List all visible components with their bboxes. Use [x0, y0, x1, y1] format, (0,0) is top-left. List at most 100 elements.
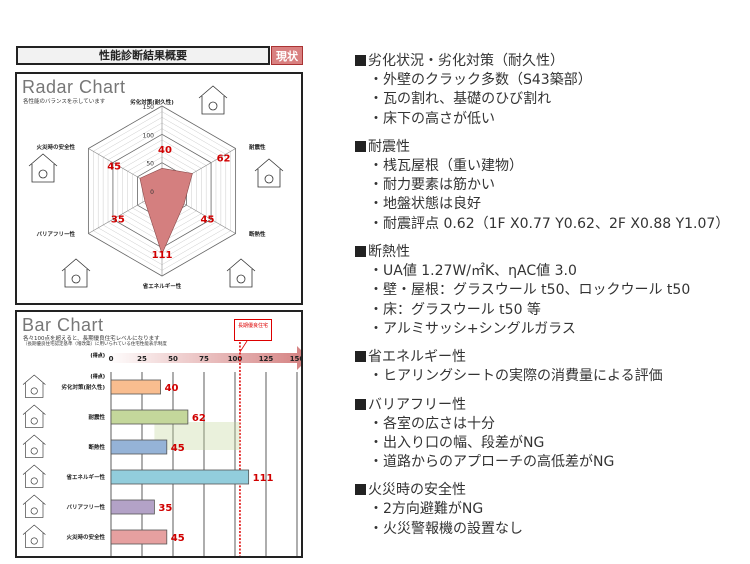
barrier-free-house-icon: [61, 258, 91, 288]
house-detail: [236, 274, 246, 284]
callout-pointer: [239, 340, 248, 353]
house-detail: [30, 387, 38, 395]
note-section: 断熱性・UA値 1.27W/㎡K、ηAC値 3.0・壁・屋根：グラスウール t5…: [355, 243, 750, 339]
bar-value-label: 111: [253, 473, 274, 484]
note-item: ・地盤状態は良好: [369, 196, 481, 213]
bar: [110, 499, 155, 515]
bar-chart-subtitle: 各々100点を超えると、長期優良住宅レベルになります: [23, 336, 160, 342]
score-unit-label: (得点): [90, 352, 105, 359]
bar-category-label: 耐震性: [88, 413, 105, 421]
radar-axis-label: 断熱性: [249, 230, 266, 238]
radar-series-area: [139, 168, 193, 255]
radar-value-label: 40: [158, 145, 172, 156]
radar-value-label: 45: [201, 214, 215, 225]
radar-tick-label: 0: [150, 189, 154, 196]
bar-value-label: 45: [171, 443, 185, 454]
note-item: ・道路からのアプローチの高低差がNG: [369, 454, 615, 471]
radar-tick-label: 50: [146, 161, 154, 168]
note-item: ・外壁のクラック多数（S43築部）: [369, 72, 592, 88]
house-outline: [22, 494, 46, 518]
house-detail: [30, 417, 38, 425]
house-detail: [264, 174, 274, 184]
square-bullet-icon: [355, 484, 366, 496]
bar-tick-label: 150: [290, 355, 301, 363]
radar-axis-label: 省エネルギー性: [142, 282, 182, 290]
house-outline: [28, 153, 58, 183]
status-badge: 現状: [271, 46, 303, 65]
bar-category-label: 火災時の安全性: [66, 533, 105, 541]
note-item: ・耐力要素は筋かい: [369, 177, 495, 194]
bar-chart-title: Bar Chart: [22, 315, 104, 335]
bar-chart: (得点)(得点)0255075100125150劣化対策(耐久性)40耐震性62…: [22, 340, 301, 556]
note-item: ・2方向避難がNG: [369, 501, 484, 518]
house-detail: [71, 274, 81, 284]
note-item: ・瓦の割れ、基礎のひび割れ: [369, 91, 552, 108]
radar-tick-label: 100: [143, 132, 155, 139]
note-item: ・火災警報機の設置なし: [369, 520, 523, 537]
house-outline: [22, 464, 46, 488]
house-detail: [30, 447, 38, 455]
note-item: ・壁・屋根：グラスウール t50、ロックウール t50: [369, 282, 691, 299]
radar-axis-label: 火災時の安全性: [36, 143, 75, 151]
house-outline: [226, 258, 256, 288]
note-heading-text: 省エネルギー性: [368, 349, 466, 366]
category-house-icon: [22, 524, 46, 548]
insulation-house-icon: [226, 258, 256, 288]
note-heading: 断熱性: [355, 243, 750, 262]
summary-title: 性能診断結果概要: [16, 46, 270, 65]
house-outline: [22, 524, 46, 548]
note-item: ・ヒアリングシートの実際の消費量による評価: [369, 368, 663, 385]
note-section: 省エネルギー性・ヒアリングシートの実際の消費量による評価: [355, 348, 750, 386]
note-section: 耐震性・桟瓦屋根（重い建物）・耐力要素は筋かい・地盤状態は良好・耐震評点 0.6…: [355, 138, 750, 234]
note-heading: バリアフリー性: [355, 396, 750, 415]
diagnosis-notes: 劣化状況・劣化対策（耐久性） ・外壁のクラック多数（S43築部） ・瓦の割れ、基礎の…: [355, 52, 750, 548]
scale-arrow: [107, 346, 301, 370]
square-bullet-icon: [355, 55, 366, 66]
fire-safety-house-icon: [28, 153, 58, 183]
note-item: ・耐震評点 0.62（1F X0.77 Y0.62、2F X0.88 Y1.07…: [369, 215, 730, 232]
bar-category-label: 断熱性: [88, 443, 105, 451]
note-item: ・出入り口の幅、段差がNG: [369, 434, 545, 451]
bar-chart-panel: Bar Chart 各々100点を超えると、長期優良住宅レベルになります （長期…: [15, 310, 303, 558]
square-bullet-icon: [355, 140, 366, 152]
house-outline: [22, 404, 46, 428]
durability-house-icon: [198, 85, 228, 115]
bar-chart-subtitle-2: （長期優良住宅認定基準（増改築）に用いられている住宅性能表示制度: [23, 342, 167, 347]
note-heading: 耐震性: [355, 138, 750, 157]
earthquake-house-icon: [254, 158, 284, 188]
radar-axis-label: バリアフリー性: [36, 230, 75, 238]
house-outline: [254, 158, 284, 188]
radar-value-label: 35: [111, 215, 125, 226]
house-detail: [38, 169, 48, 179]
long-term-housing-callout: 長期優良住宅: [234, 319, 272, 341]
house-outline: [22, 434, 46, 458]
square-bullet-icon: [355, 351, 366, 363]
note-section: バリアフリー性・各室の広さは十分・出入り口の幅、段差がNG ・道路からのアプローチ…: [355, 396, 750, 473]
category-house-icon: [22, 434, 46, 458]
note-item: ・床：グラスウール t50 等: [369, 301, 541, 318]
house-outline: [61, 258, 91, 288]
note-section: 劣化状況・劣化対策（耐久性） ・外壁のクラック多数（S43築部） ・瓦の割れ、基礎の…: [355, 52, 750, 129]
category-house-icon: [22, 374, 46, 398]
category-house-icon: [22, 404, 46, 428]
square-bullet-icon: [355, 398, 366, 410]
house-detail: [30, 477, 38, 485]
house-outline: [198, 85, 228, 115]
square-bullet-icon: [355, 246, 366, 258]
radar-chart-title: Radar Chart: [22, 77, 126, 97]
note-item: ・各室の広さは十分: [369, 415, 495, 432]
radar-chart-subtitle: 各性能のバランスを示しています: [23, 99, 106, 105]
bar-value-label: 62: [192, 413, 206, 424]
note-heading-text: 劣化状況・劣化対策（耐久性）: [368, 53, 564, 69]
category-house-icon: [22, 464, 46, 488]
bar-value-label: 40: [165, 383, 179, 394]
bar-tick-label: 50: [168, 355, 178, 363]
bar-category-label: 省エネルギー性: [65, 473, 105, 481]
bar: [110, 439, 168, 455]
bar-value-label: 45: [171, 533, 185, 544]
radar-value-label: 111: [152, 250, 173, 261]
note-heading-text: 耐震性: [368, 138, 410, 155]
bar-category-label: 劣化対策(耐久性): [61, 383, 105, 391]
house-detail: [208, 101, 218, 111]
